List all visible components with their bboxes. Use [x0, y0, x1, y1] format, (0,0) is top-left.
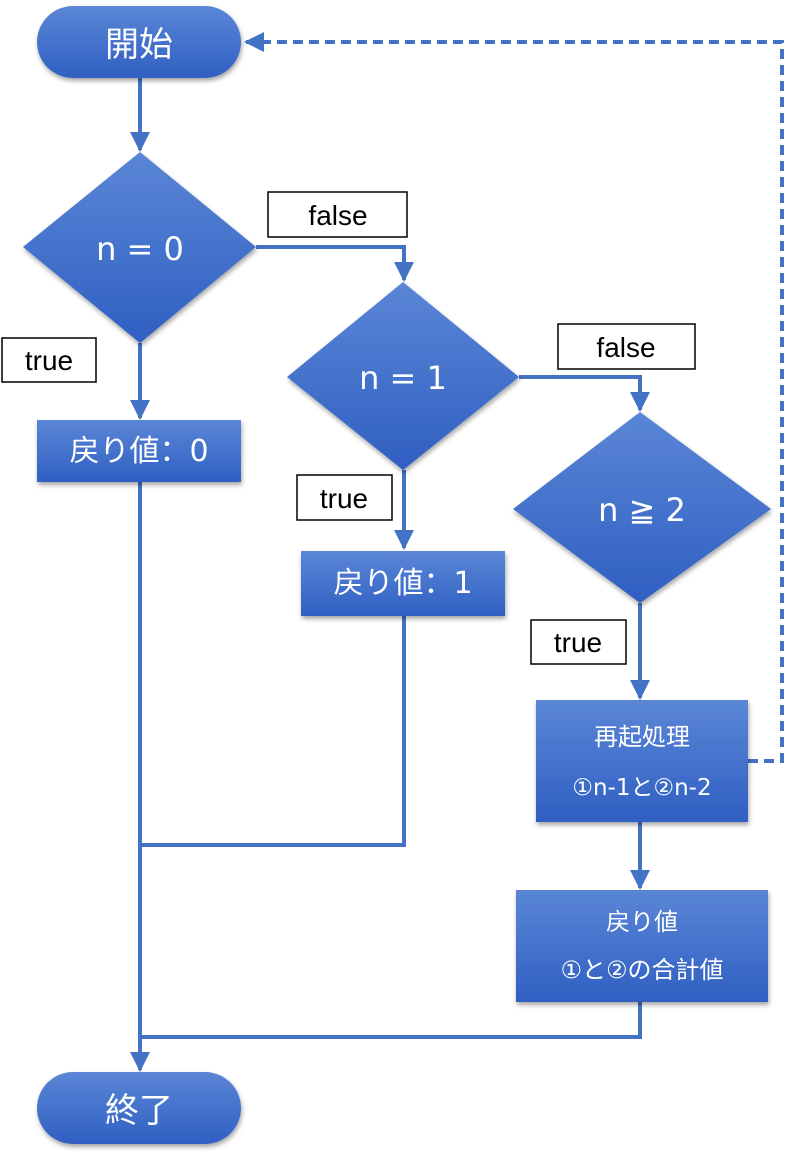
- branch-label-true-2: true: [296, 474, 393, 521]
- decision-n1: [287, 282, 519, 470]
- branch-label-true-1-text: true: [25, 345, 73, 376]
- return-1-node: [301, 551, 505, 616]
- connectors: [130, 32, 784, 1072]
- decision-n0-label: n = 0: [96, 230, 184, 268]
- return-sum-label-line2: ①と②の合計値: [560, 956, 723, 984]
- end-node: [37, 1072, 241, 1144]
- return-1-label: 戻り値：1: [333, 566, 472, 601]
- decision-n1-label: n = 1: [359, 359, 447, 397]
- end-label: 終了: [105, 1091, 173, 1131]
- branch-label-true-2-text: true: [320, 483, 368, 514]
- edge-n1-false: [519, 375, 650, 412]
- return-sum-node: [516, 890, 768, 1002]
- recursion-label-line2: ①n-1と②n-2: [572, 775, 711, 801]
- branch-label-false-2-text: false: [596, 332, 655, 363]
- edge-sum-merge: [140, 1002, 642, 1039]
- return-sum-label-line1: 戻り値: [606, 908, 678, 936]
- recursion-label-line1: 再起処理: [594, 723, 690, 751]
- return-0-node: [37, 420, 241, 482]
- branch-label-true-3-text: true: [554, 627, 602, 658]
- decision-n2-label: n ≧ 2: [598, 491, 686, 529]
- edge-recursion-loop: [244, 32, 784, 763]
- decision-n0: [23, 152, 256, 343]
- branch-label-true-3: true: [530, 619, 627, 665]
- branch-label-false-1-text: false: [308, 200, 367, 231]
- recursion-node: [536, 700, 748, 822]
- branch-label-false-2: false: [557, 323, 696, 370]
- branch-label-false-1: false: [267, 191, 408, 238]
- start-node: [37, 6, 241, 78]
- start-label: 開始: [105, 25, 173, 65]
- return-0-label: 戻り値：0: [69, 434, 208, 469]
- decision-n2: [513, 412, 771, 603]
- branch-label-true-1: true: [1, 337, 97, 383]
- edge-n0-false: [256, 245, 414, 282]
- edge-ret1-merge: [140, 616, 406, 847]
